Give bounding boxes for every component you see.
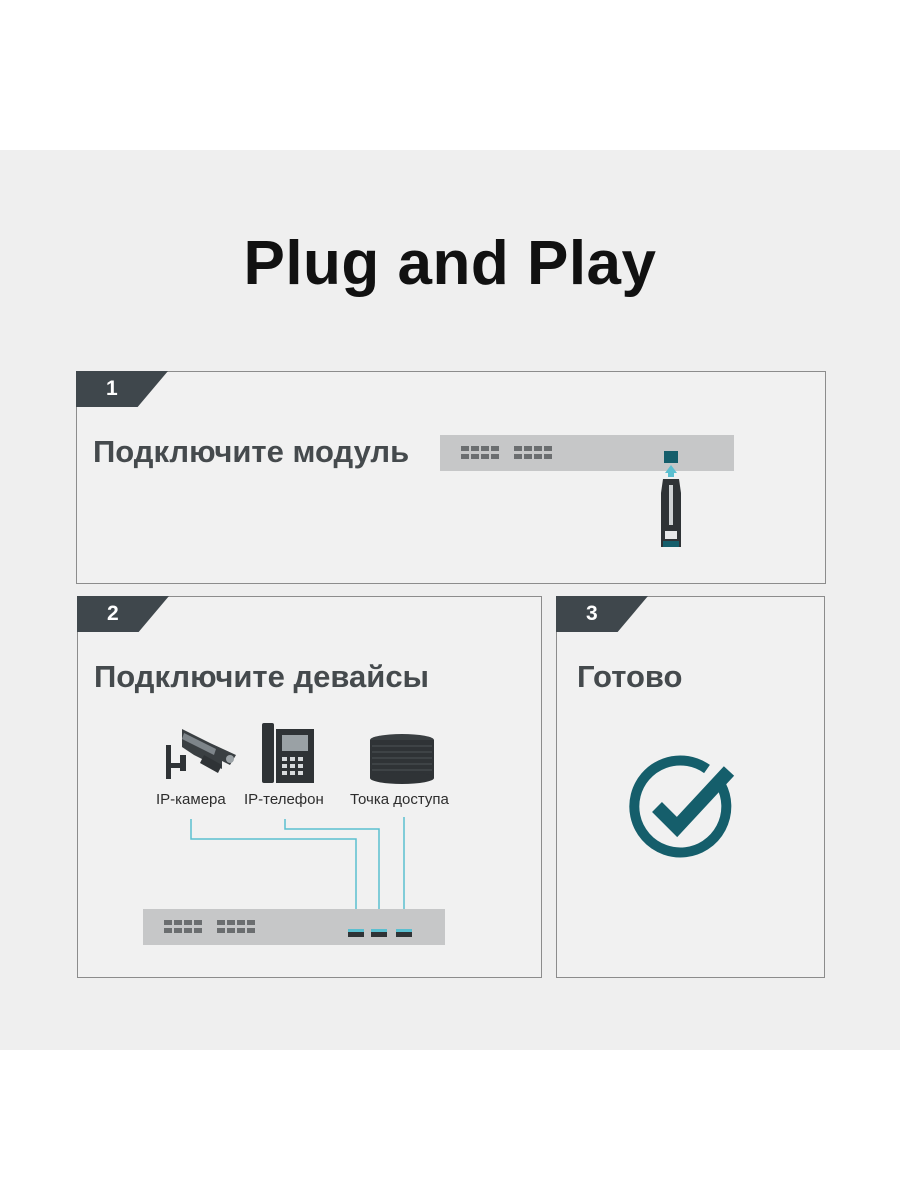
step-3-badge: 3 <box>556 596 648 632</box>
switch-ports <box>164 920 255 933</box>
checkmark-icon <box>629 755 735 858</box>
step-1-title: Подключите модуль <box>93 434 410 469</box>
step-2-panel: 2 Подключите девайсы <box>77 596 542 978</box>
step-3-title: Готово <box>577 659 683 694</box>
step-1-badge: 1 <box>76 371 168 407</box>
step-3-number: 3 <box>586 602 598 625</box>
step-2-number: 2 <box>107 602 119 625</box>
ip-camera-icon <box>166 729 236 779</box>
switch-ports <box>461 446 552 459</box>
switch-body <box>440 435 734 471</box>
connected-ports <box>348 929 412 937</box>
plug-and-play-infographic: Plug and Play 1 Подключите модуль <box>0 150 900 1050</box>
device-label-access-point: Точка доступа <box>350 791 449 808</box>
step-1-number: 1 <box>106 377 118 400</box>
ip-phone-icon <box>262 723 314 783</box>
device-label-ip-camera: IP-камера <box>156 791 226 808</box>
device-label-ip-phone: IP-телефон <box>244 791 324 808</box>
step-3-panel: 3 Готово <box>556 596 825 978</box>
sfp-module-icon <box>661 479 681 547</box>
step-1-panel: 1 Подключите модуль <box>76 371 826 584</box>
switch-body <box>143 909 445 945</box>
switch-with-cables-illustration <box>143 817 445 945</box>
access-point-icon <box>370 734 434 784</box>
step-2-title: Подключите девайсы <box>94 659 430 694</box>
switch-with-module-illustration <box>440 435 734 547</box>
page-title: Plug and Play <box>243 229 657 298</box>
